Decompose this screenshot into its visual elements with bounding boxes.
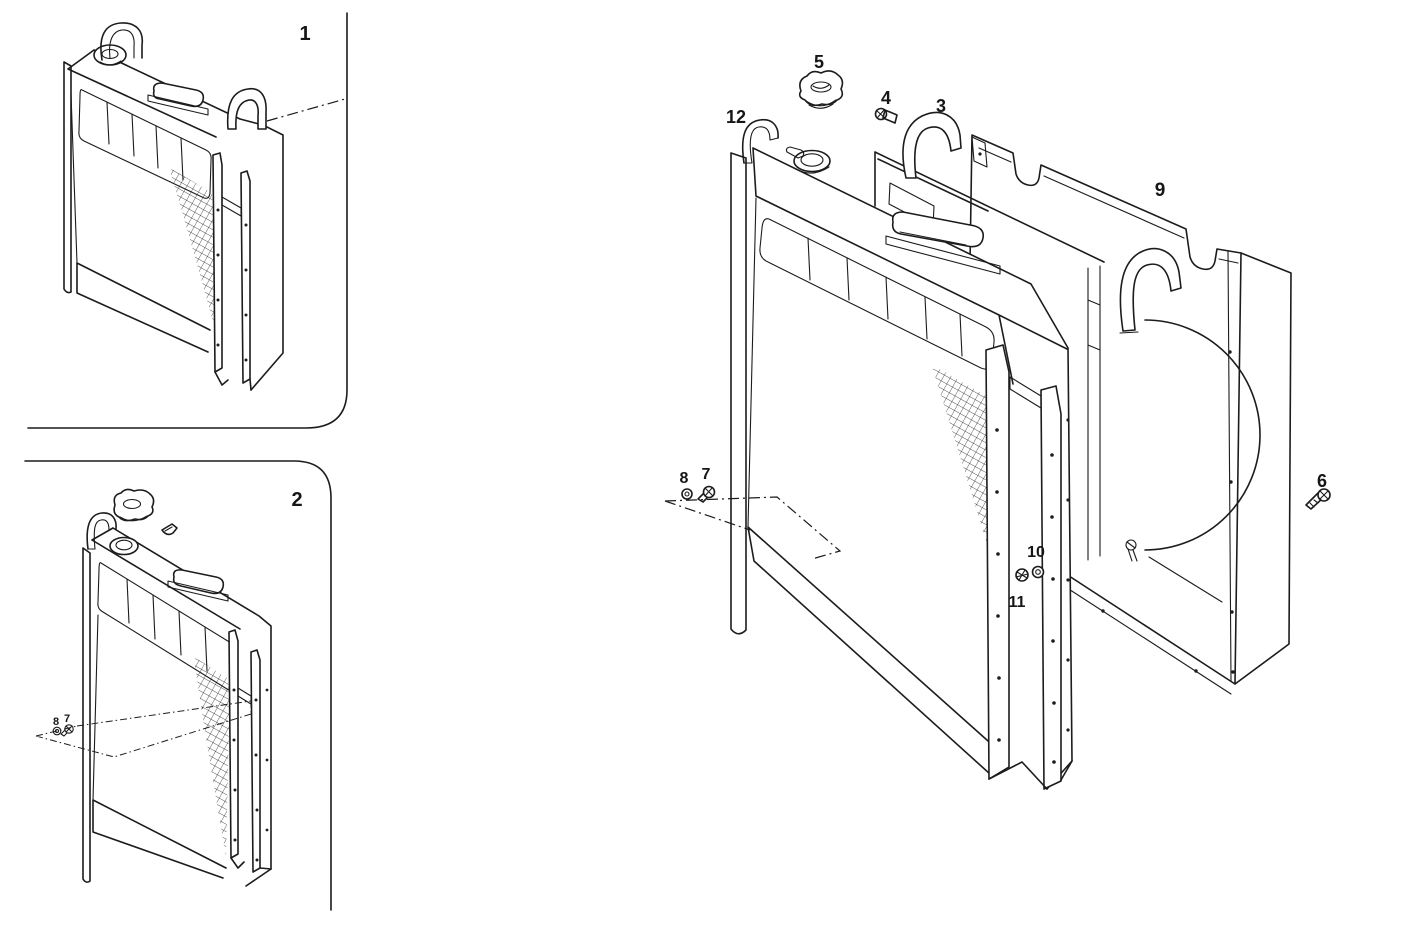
part-10-washer bbox=[1031, 565, 1045, 579]
v1-left-rail bbox=[63, 61, 72, 294]
v2-loose-cap bbox=[113, 488, 155, 522]
part-6-bolt bbox=[1305, 488, 1331, 510]
shroud-right-flange bbox=[1227, 250, 1232, 682]
top-tank-panel-dividers bbox=[807, 237, 963, 357]
bottom-tank bbox=[747, 526, 1007, 775]
v1-panel bbox=[78, 89, 212, 199]
part-8-washer bbox=[681, 488, 693, 500]
label-7-small: 7 bbox=[64, 713, 70, 725]
label-5: 5 bbox=[814, 52, 824, 72]
label-1: 1 bbox=[299, 23, 310, 45]
v2-left-rail bbox=[82, 547, 91, 883]
v2-bolt-7 bbox=[60, 724, 74, 737]
label-3: 3 bbox=[936, 96, 946, 116]
rail-bottom-shoes bbox=[988, 760, 1073, 790]
radiator-silhouette bbox=[731, 147, 1072, 790]
v1-handle bbox=[147, 82, 209, 116]
v2-washer-8 bbox=[52, 726, 62, 736]
label-11: 11 bbox=[1009, 594, 1026, 611]
v1-left-pipe bbox=[100, 22, 144, 61]
part-12-hook-pipe bbox=[741, 118, 779, 164]
v1-panel-dividers bbox=[106, 101, 184, 181]
v2-rivets bbox=[232, 688, 269, 862]
v2-core-left-edge bbox=[92, 614, 99, 801]
v2-plate-phantom bbox=[35, 700, 252, 758]
shroud-center-stud bbox=[1125, 539, 1223, 603]
main-view bbox=[664, 70, 1331, 790]
shroud-outlet-pipe bbox=[1119, 247, 1182, 334]
part-5-radiator-cap bbox=[798, 70, 844, 109]
mid-frame bbox=[874, 151, 1105, 561]
label-2: 2 bbox=[291, 489, 302, 511]
v1-rail-rear bbox=[240, 170, 251, 384]
label-8: 8 bbox=[680, 470, 689, 487]
part-7-bolt bbox=[697, 485, 716, 503]
label-4: 4 bbox=[881, 88, 891, 108]
mounting-plate-phantom bbox=[664, 496, 842, 560]
label-7: 7 bbox=[702, 466, 711, 483]
rail-rivets bbox=[995, 418, 1070, 764]
label-9: 9 bbox=[1155, 180, 1166, 201]
label-12: 12 bbox=[726, 107, 746, 127]
right-rail-rear bbox=[1040, 385, 1062, 790]
v1-rail-front bbox=[212, 152, 223, 373]
v1-centerline bbox=[266, 98, 346, 122]
callout-box-2-border bbox=[24, 460, 332, 911]
shroud-right-face bbox=[1234, 252, 1292, 685]
v1-core-mesh bbox=[170, 169, 219, 344]
mid-frame-right-flange bbox=[1087, 265, 1101, 561]
callout-box-1-border bbox=[27, 12, 348, 429]
rail-cross-bracket bbox=[1009, 376, 1042, 409]
left-side-rail bbox=[730, 152, 747, 635]
top-tank-panel bbox=[759, 218, 995, 370]
v1-rivets bbox=[216, 208, 248, 362]
v2-filler-neck bbox=[109, 536, 139, 556]
view-1-radiator bbox=[63, 22, 346, 391]
v2-bottom-tank bbox=[92, 799, 227, 879]
radiator-core-mesh bbox=[933, 367, 991, 556]
v2-rail-shoes bbox=[230, 857, 272, 870]
label-10: 10 bbox=[1027, 544, 1045, 561]
view-2-radiator bbox=[35, 488, 272, 887]
part-3-outlet-pipe bbox=[902, 111, 962, 179]
label-8-small: 8 bbox=[53, 716, 59, 728]
callout-labels: 1 2 8 7 12 5 4 3 9 6 8 7 10 11 bbox=[53, 23, 1327, 728]
part-11-lock-nut bbox=[1015, 568, 1029, 582]
shroud-corner-tab bbox=[971, 136, 988, 168]
filler-neck bbox=[785, 146, 831, 174]
v1-bottom-tank bbox=[76, 262, 211, 353]
v1-silhouette bbox=[64, 50, 283, 390]
right-rail-front bbox=[985, 344, 1010, 780]
v2-rail-rear bbox=[250, 649, 261, 873]
v1-bracket bbox=[221, 196, 242, 217]
v2-panel-dividers bbox=[126, 578, 208, 672]
v2-rail-front bbox=[228, 629, 239, 859]
fan-opening-arc bbox=[1144, 319, 1261, 551]
v2-loose-plug bbox=[161, 523, 178, 536]
v2-hook-pipe bbox=[86, 512, 117, 550]
label-6: 6 bbox=[1317, 471, 1327, 491]
v2-bracket bbox=[237, 687, 252, 705]
radiator-main bbox=[730, 146, 1073, 790]
part-4-drain-plug bbox=[874, 107, 898, 124]
core-left-edge bbox=[747, 197, 757, 528]
v1-core-left-edge bbox=[70, 93, 78, 264]
lift-handle bbox=[885, 211, 1001, 275]
v1-rail-shoes bbox=[214, 371, 252, 391]
v1-right-pipe bbox=[226, 87, 267, 130]
v2-handle bbox=[167, 569, 229, 602]
